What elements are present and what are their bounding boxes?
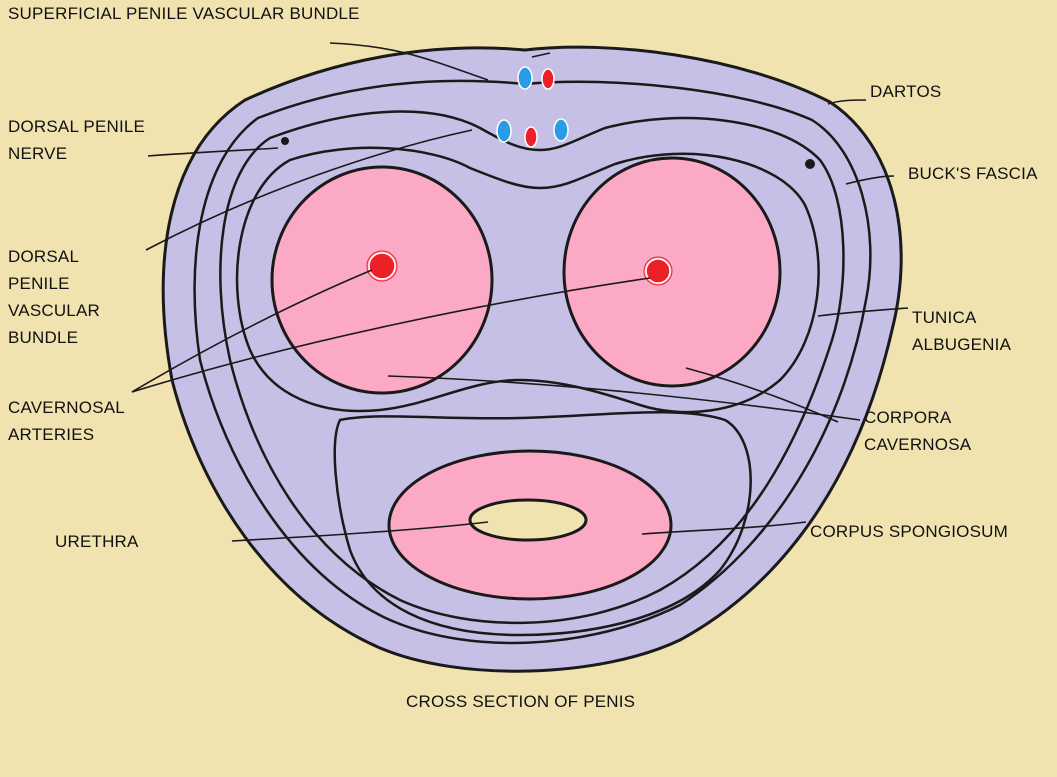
label-bucks-fascia: BUCK'S FASCIA <box>908 164 1038 183</box>
leader-urethra <box>231 521 489 542</box>
leader-tunica <box>817 307 909 317</box>
label-cavernosal-arteries: CAVERNOSAL ARTERIES <box>8 398 125 444</box>
label-dorsal-penile-vascular-bundle: DORSAL PENILE VASCULAR BUNDLE <box>8 247 100 347</box>
dorsal-vein-right <box>553 118 569 142</box>
leader-bucks <box>845 175 895 185</box>
leader-corpora-2 <box>685 367 839 423</box>
cavernosal-artery-left-outline <box>366 250 398 282</box>
dorsal-artery-center <box>524 126 538 148</box>
label-corpus-spongiosum: CORPUS SPONGIOSUM <box>810 522 1008 541</box>
dorsal-nerve-left <box>281 137 289 145</box>
label-corpora-cavernosa: CORPORA CAVERNOSA <box>864 408 972 454</box>
leader-cavernosal-2 <box>131 277 651 393</box>
bucks-fascia-layer <box>219 110 845 625</box>
urethra-lumen <box>468 498 588 542</box>
superficial-artery <box>541 68 555 90</box>
tunica-spongiosum <box>333 410 752 637</box>
tunica-albuginea-cavernosa <box>235 146 820 414</box>
dorsal-nerve-right <box>805 159 815 169</box>
leader-cavernosal-1 <box>131 269 373 393</box>
leader-dorsal-nerve <box>147 147 279 157</box>
leader-corpora-1 <box>387 375 861 421</box>
label-tunica-albugenia: TUNICA ALBUGENIA <box>912 308 1012 354</box>
dorsal-vein-left <box>496 119 512 143</box>
leader-spongiosum <box>641 521 807 535</box>
dartos-inner-boundary <box>193 79 872 645</box>
cavernosal-artery-right-outline <box>643 256 673 286</box>
diagram-caption: CROSS SECTION OF PENIS <box>406 692 636 711</box>
leader-lines <box>131 42 909 542</box>
label-dartos: DARTOS <box>870 82 942 101</box>
label-dorsal-penile-nerve: DORSAL PENILE NERVE <box>8 117 146 163</box>
label-superficial-penile-vascular-bundle: SUPERFICIAL PENILE VASCULAR BUNDLE <box>8 4 360 23</box>
leader-dartos <box>827 99 867 105</box>
label-urethra: URETHRA <box>55 532 139 551</box>
leader-superficial <box>329 42 489 81</box>
superficial-vein <box>517 66 533 90</box>
corpus-cavernosum-left <box>270 165 494 395</box>
leader-superficial-tick <box>531 52 551 58</box>
leader-dorsal-bundle <box>145 129 473 251</box>
cavernosal-artery-left <box>368 252 396 280</box>
cavernosal-artery-right <box>645 258 671 284</box>
